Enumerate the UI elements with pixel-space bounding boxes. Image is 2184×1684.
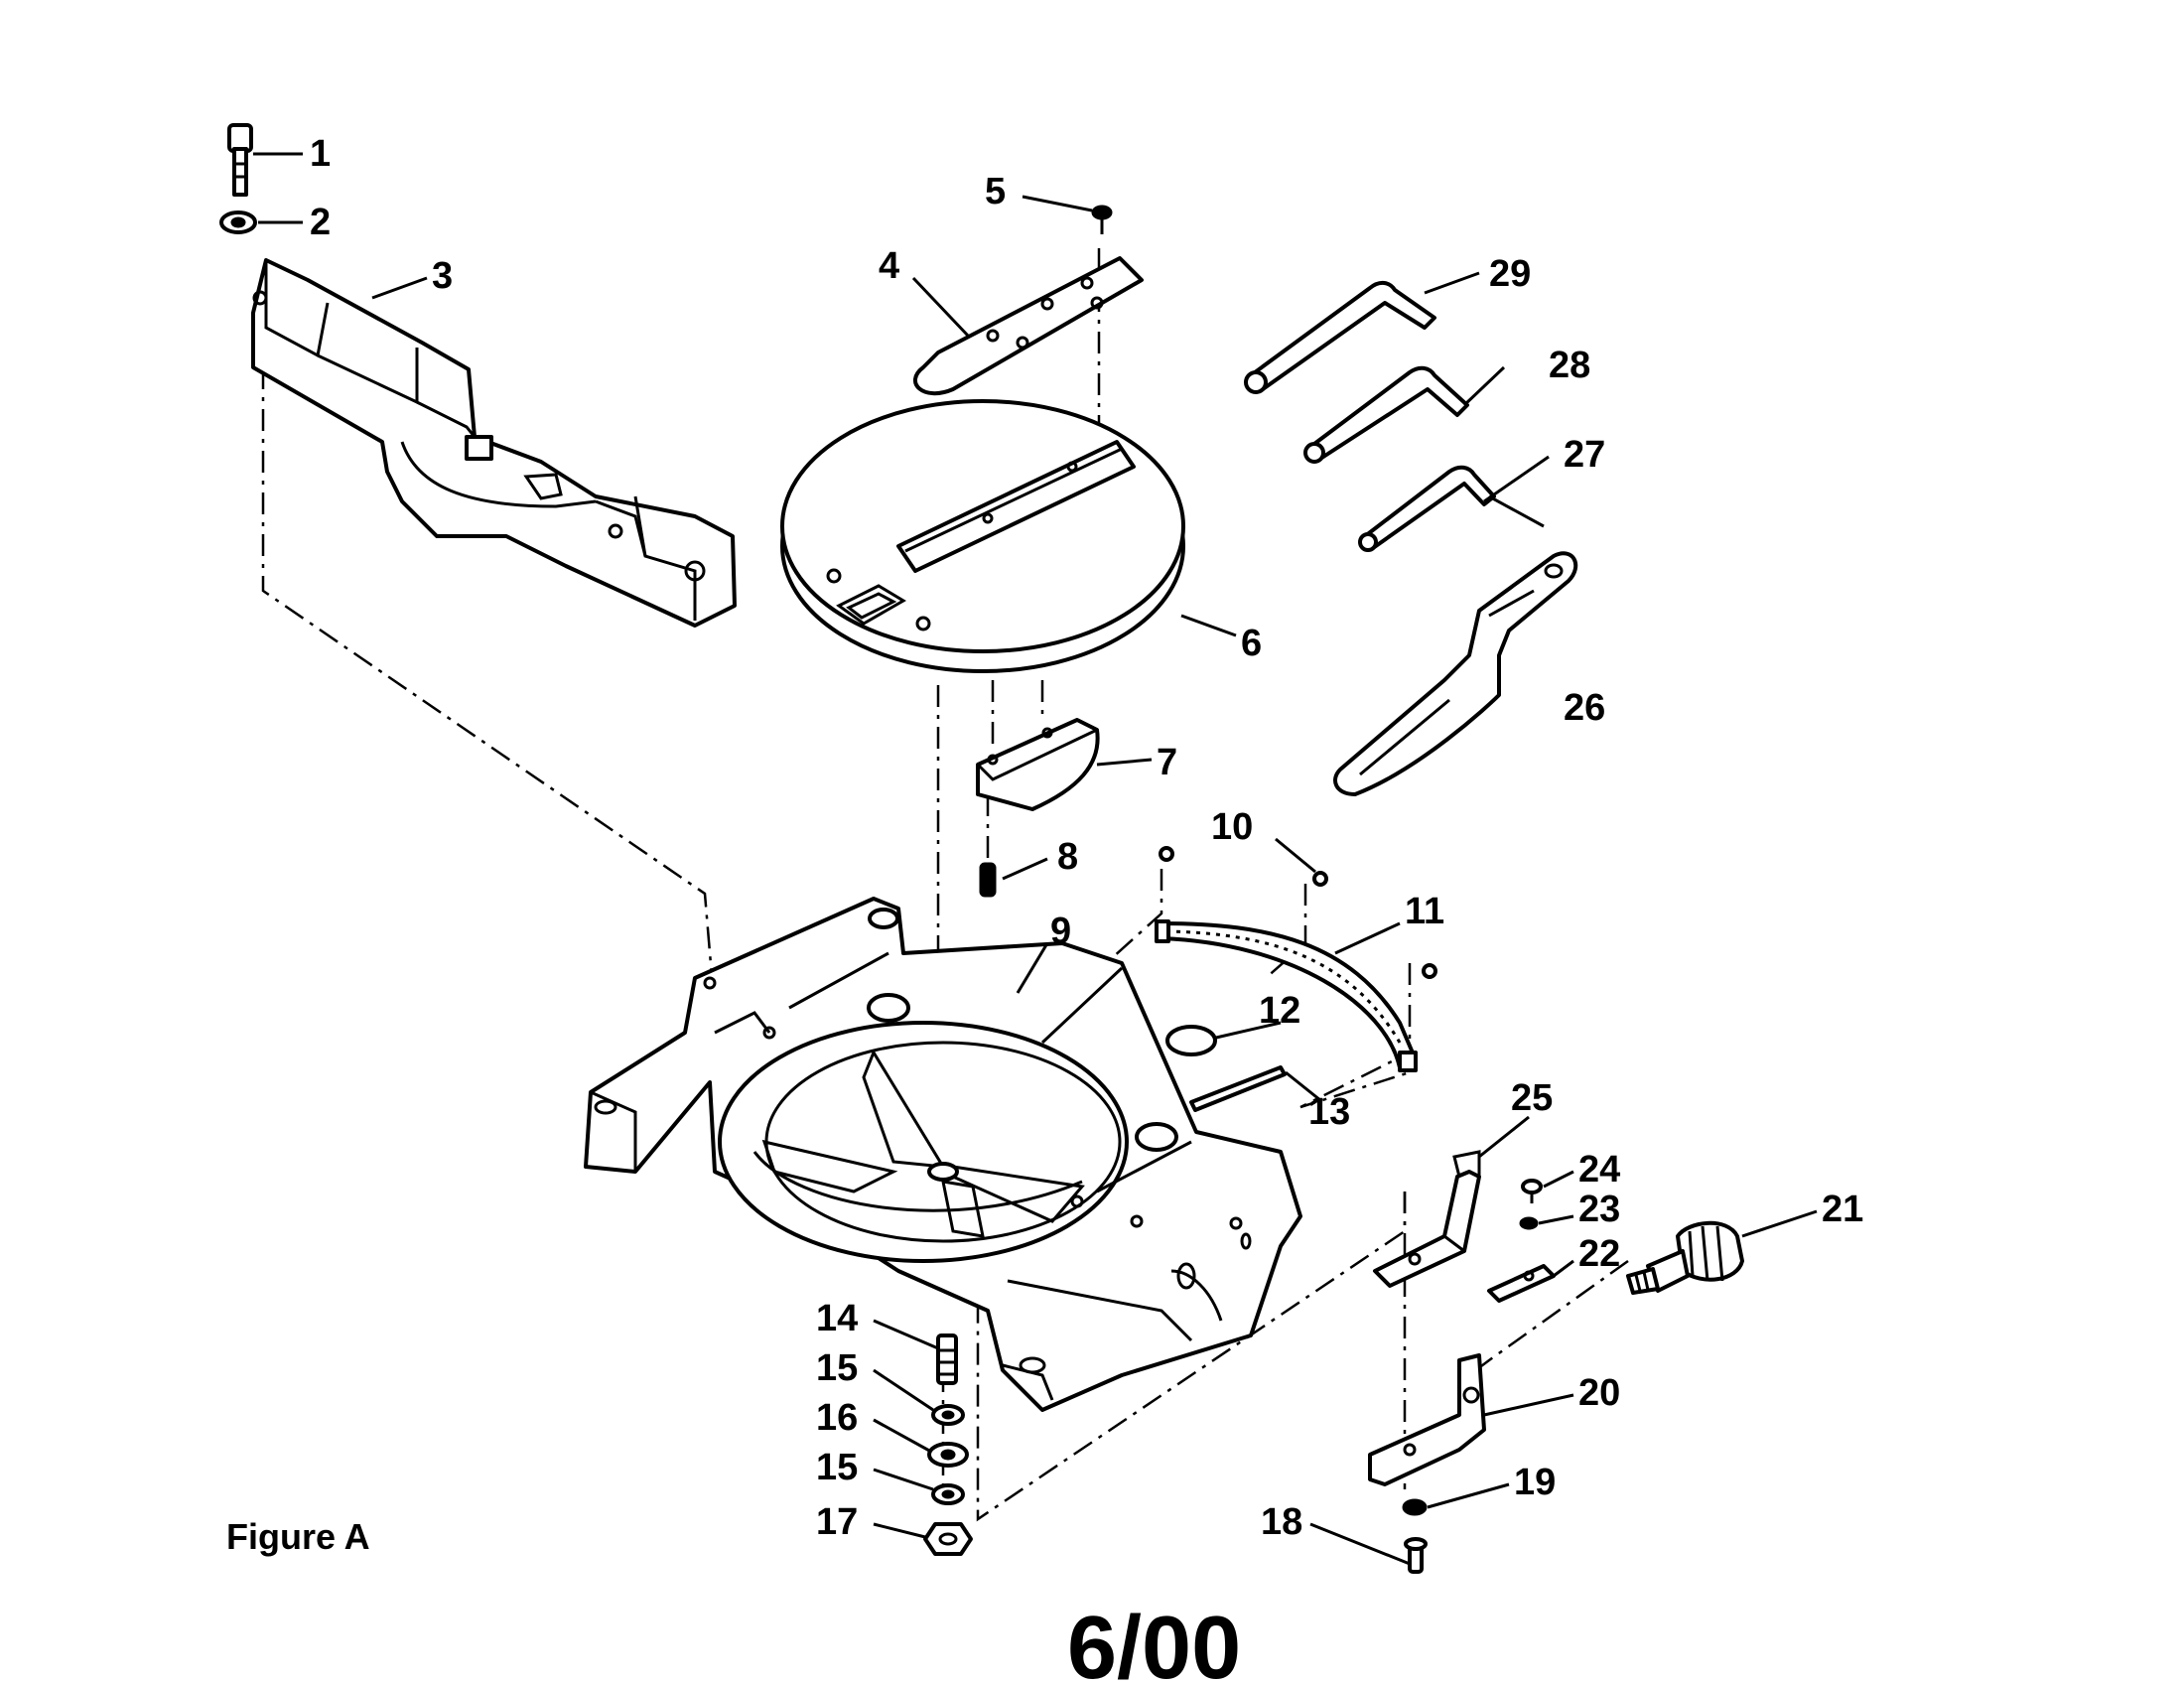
callout-27: 27 [1564,434,1605,476]
part-20-bracket [1368,1353,1486,1486]
part-14-stud [936,1333,958,1385]
callout-2: 2 [310,202,331,243]
part-12-cap [1165,1025,1217,1056]
callout-26: 26 [1564,687,1605,729]
part-5-screw [1091,205,1113,234]
callout-23: 23 [1578,1189,1620,1230]
part-15-washer-upper [931,1404,965,1426]
callout-15-lower: 15 [816,1447,858,1488]
callout-4: 4 [879,245,899,287]
callout-11: 11 [1405,891,1444,932]
callout-1: 1 [310,133,331,175]
part-24-screw [1521,1179,1543,1203]
callout-28: 28 [1549,345,1590,386]
part-16-washer [927,1442,969,1468]
callout-9: 9 [1050,911,1071,952]
part-1-bolt [227,123,253,197]
callout-10: 10 [1211,806,1253,848]
callout-3: 3 [432,255,453,297]
part-29-hex-key [1244,281,1436,394]
callout-24: 24 [1578,1149,1620,1191]
callout-19: 19 [1514,1462,1556,1503]
callout-25: 25 [1511,1077,1553,1119]
callout-16: 16 [816,1397,858,1439]
part-18-bolt [1404,1537,1428,1574]
part-27-hex-key [1358,465,1496,552]
part-2-washer [219,210,257,234]
callout-7: 7 [1157,742,1177,783]
callout-8: 8 [1057,836,1078,878]
callout-29: 29 [1489,253,1531,295]
part-15-washer-lower [931,1483,965,1505]
part-11-miter-scale [1155,919,1418,1072]
part-6-turntable [780,399,1185,673]
revision-date: 6/00 [1067,1599,1241,1684]
callout-17: 17 [816,1501,858,1543]
part-23-washer [1519,1216,1539,1230]
leader-lines [253,152,1818,1566]
part-22-plate [1487,1264,1556,1303]
part-4-throat-plate [913,256,1144,396]
part-7-insert [976,718,1100,811]
callout-6: 6 [1241,623,1262,664]
callout-12: 12 [1259,990,1300,1032]
callout-20: 20 [1578,1372,1620,1414]
callout-22: 22 [1578,1233,1620,1275]
part-25-detent-spring [1373,1150,1481,1288]
figure-label: Figure A [226,1516,370,1557]
part-10-screws [1159,846,1437,979]
callout-14: 14 [816,1298,858,1339]
part-9-base [584,897,1302,1412]
callout-18: 18 [1261,1501,1302,1543]
part-26-wrench [1333,551,1578,796]
callouts: 1 2 3 4 5 6 7 8 9 10 11 12 13 14 15 16 1… [310,133,1863,1543]
part-21-knob [1626,1220,1744,1295]
part-8-screw [979,862,997,898]
part-13-pointer [1189,1065,1287,1112]
callout-13: 13 [1308,1091,1350,1133]
callout-21: 21 [1822,1189,1863,1230]
part-3-fence [251,258,737,628]
callout-15-upper: 15 [816,1347,858,1389]
part-28-hex-key [1303,365,1469,464]
part-19-washer [1402,1498,1428,1516]
callout-5: 5 [985,171,1006,212]
part-17-nut [923,1522,973,1556]
